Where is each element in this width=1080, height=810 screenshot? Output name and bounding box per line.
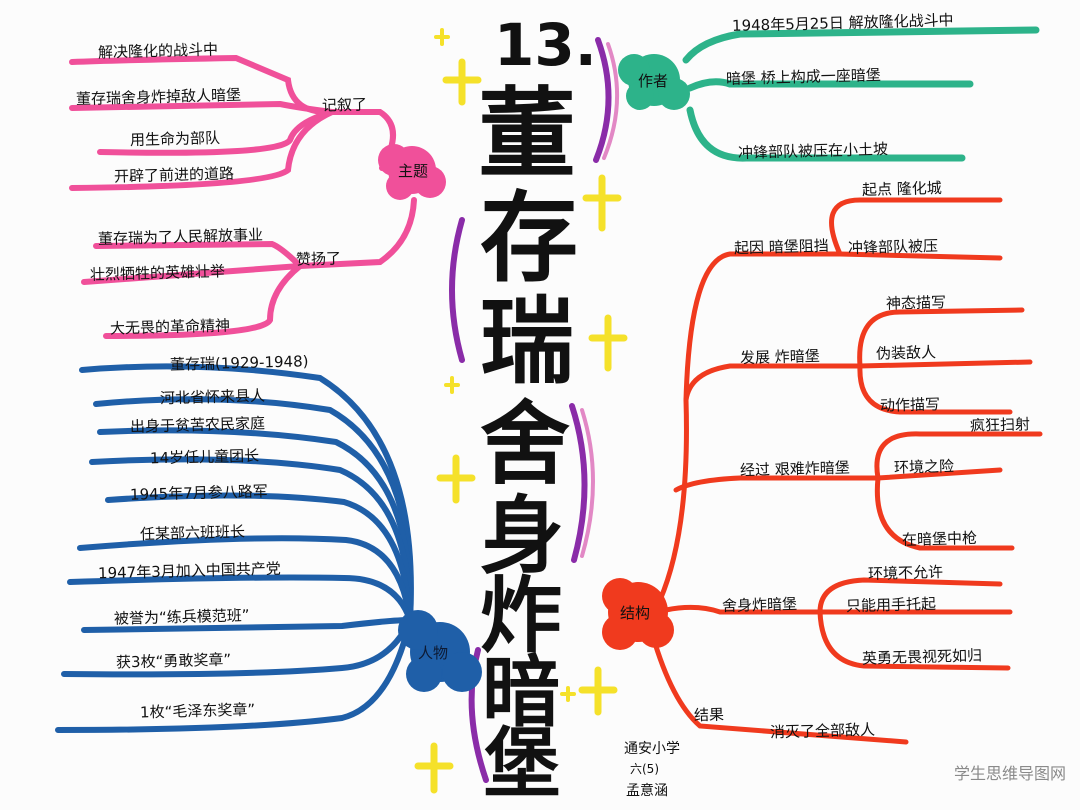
watermark: 学生思维导图网 xyxy=(953,764,1066,783)
theme-sub-record: 记叙了 xyxy=(321,95,368,115)
theme-praise-item: 壮烈牺牲的英雄壮举 xyxy=(89,262,226,284)
person-hub-label: 人物 xyxy=(418,644,449,662)
person-item: 董存瑞(1929-1948) xyxy=(169,352,309,374)
title-char: 董 xyxy=(478,78,577,192)
structure-process-item: 在暗堡中枪 xyxy=(901,529,978,549)
structure-ending-label: 结果 xyxy=(693,705,725,725)
theme-record-item: 用生命为部队 xyxy=(129,128,221,150)
magenta-arc-decorations xyxy=(580,42,620,558)
structure-develop-label: 发展 炸暗堡 xyxy=(739,346,821,368)
person-branch-lines xyxy=(55,363,414,733)
structure-climax-item: 环境不允许 xyxy=(867,563,944,583)
theme-record-item: 解决隆化的战斗中 xyxy=(97,40,219,62)
theme-branch-lines xyxy=(69,54,417,339)
title-char: 暗 xyxy=(482,648,561,738)
structure-process-label: 经过 艰难炸暗堡 xyxy=(739,458,851,480)
person-item: 出身于贫苦农民家庭 xyxy=(129,414,266,436)
theme-hub-label: 主题 xyxy=(398,162,429,180)
structure-start-item: 起点 隆化城 xyxy=(861,178,943,200)
structure-hub-label: 结构 xyxy=(620,604,651,622)
signature-school: 通安小学 xyxy=(624,741,680,757)
structure-develop-item: 动作描写 xyxy=(879,395,941,415)
structure-climax-label: 舍身炸暗堡 xyxy=(721,595,798,615)
structure-ending-item: 消灭了全部敌人 xyxy=(769,720,876,742)
structure-start-item: 冲锋部队被压 xyxy=(847,236,939,258)
person-item: 1枚“毛泽东奖章” xyxy=(139,700,256,722)
person-item: 获3枚“勇敢奖章” xyxy=(115,650,232,672)
theme-hub-blob xyxy=(378,144,446,200)
structure-climax-item: 只能用手托起 xyxy=(845,594,937,616)
title-char: 存 xyxy=(480,182,579,296)
title-char: 炸 xyxy=(480,569,563,664)
title-char: 舍 xyxy=(480,392,570,497)
author-branch-lines xyxy=(682,26,1040,162)
person-item: 1945年7月参八路军 xyxy=(129,482,268,504)
theme-sub-praise: 赞扬了 xyxy=(295,249,342,269)
sparkle-icon xyxy=(582,174,622,232)
sparkle-icon xyxy=(588,314,628,372)
theme-praise-item: 大无畏的革命精神 xyxy=(109,316,231,338)
sparkle-icon xyxy=(578,666,618,716)
sparkle-icon xyxy=(414,742,454,794)
structure-hub-blob xyxy=(602,578,674,650)
author-hub-blob xyxy=(618,54,690,110)
signature-class: 六(5) xyxy=(630,762,659,776)
sparkle-icon xyxy=(442,58,482,106)
structure-develop-item: 伪装敌人 xyxy=(875,343,937,363)
title-char: 堡 xyxy=(484,719,560,808)
author-item: 暗堡 桥上构成一座暗堡 xyxy=(725,65,882,89)
theme-record-item: 董存瑞舍身炸掉敌人暗堡 xyxy=(75,85,242,109)
sparkle-icon xyxy=(444,376,460,394)
sparkle-icon xyxy=(434,28,450,46)
sparkle-icon xyxy=(560,686,576,702)
person-item: 被誉为“练兵模范班” xyxy=(113,606,250,628)
structure-process-item: 环境之险 xyxy=(893,457,955,477)
sparkle-icon xyxy=(436,454,476,504)
person-item: 河北省怀来县人 xyxy=(159,386,266,408)
signature-name: 孟意涵 xyxy=(626,783,668,799)
structure-start-label: 起因 暗堡阻挡 xyxy=(733,236,830,258)
structure-climax-item: 英勇无畏视死如归 xyxy=(861,646,983,668)
author-hub-label: 作者 xyxy=(638,72,669,90)
person-item: 任某部六班班长 xyxy=(139,522,246,544)
sparkle-decorations xyxy=(414,28,628,794)
author-item: 冲锋部队被压在小土坡 xyxy=(737,140,889,162)
theme-praise-item: 董存瑞为了人民解放事业 xyxy=(97,225,264,249)
person-hub-blob xyxy=(398,610,482,692)
title-char: 瑞 xyxy=(480,288,575,397)
theme-record-item: 开辟了前进的道路 xyxy=(113,164,235,186)
structure-develop-item: 神态描写 xyxy=(885,293,947,313)
title-number: 13. xyxy=(494,11,597,79)
person-item: 14岁任儿童团长 xyxy=(149,446,260,468)
structure-process-item: 疯狂扫射 xyxy=(969,415,1031,435)
title-char: 身 xyxy=(480,487,565,585)
